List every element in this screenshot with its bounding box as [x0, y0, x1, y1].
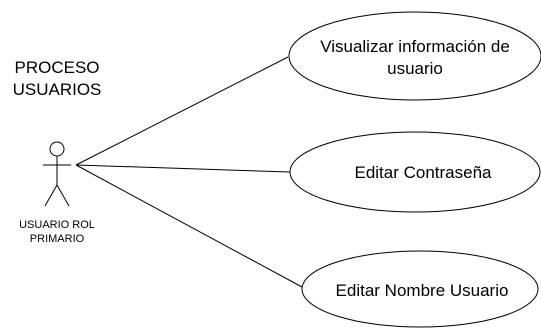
- process-title-line-2: USUARIOS: [13, 80, 102, 99]
- association-line-editar-contrasena: [75, 164, 291, 173]
- process-title-line-1: PROCESO: [14, 58, 99, 77]
- use-case-label: Editar Nombre Usuario: [336, 281, 509, 300]
- use-case-editar-contrasena: Editar Contraseña: [289, 131, 541, 213]
- use-case-ellipse: [288, 11, 541, 101]
- actor-right-leg: [56, 184, 70, 207]
- use-case-label-line-1: Visualizar información de: [320, 37, 510, 56]
- association-line-editar-nombre: [75, 164, 303, 288]
- actor-label-line-2: PRIMARIO: [30, 233, 85, 245]
- actor-stick-figure: [43, 141, 71, 207]
- actor-label-line-1: USUARIO ROL: [19, 219, 95, 231]
- use-case-ellipse: [289, 131, 541, 213]
- use-case-ellipse: [301, 250, 539, 328]
- use-case-label-line-2: usuario: [387, 59, 443, 78]
- actor-left-leg: [44, 184, 58, 207]
- association-line-visualizar: [75, 56, 289, 166]
- use-case-visualizar-informacion: Visualizar información de usuario: [288, 11, 541, 101]
- use-case-label: Editar Contraseña: [354, 163, 492, 182]
- use-case-editar-nombre-usuario: Editar Nombre Usuario: [301, 250, 539, 328]
- actor-head: [49, 141, 65, 157]
